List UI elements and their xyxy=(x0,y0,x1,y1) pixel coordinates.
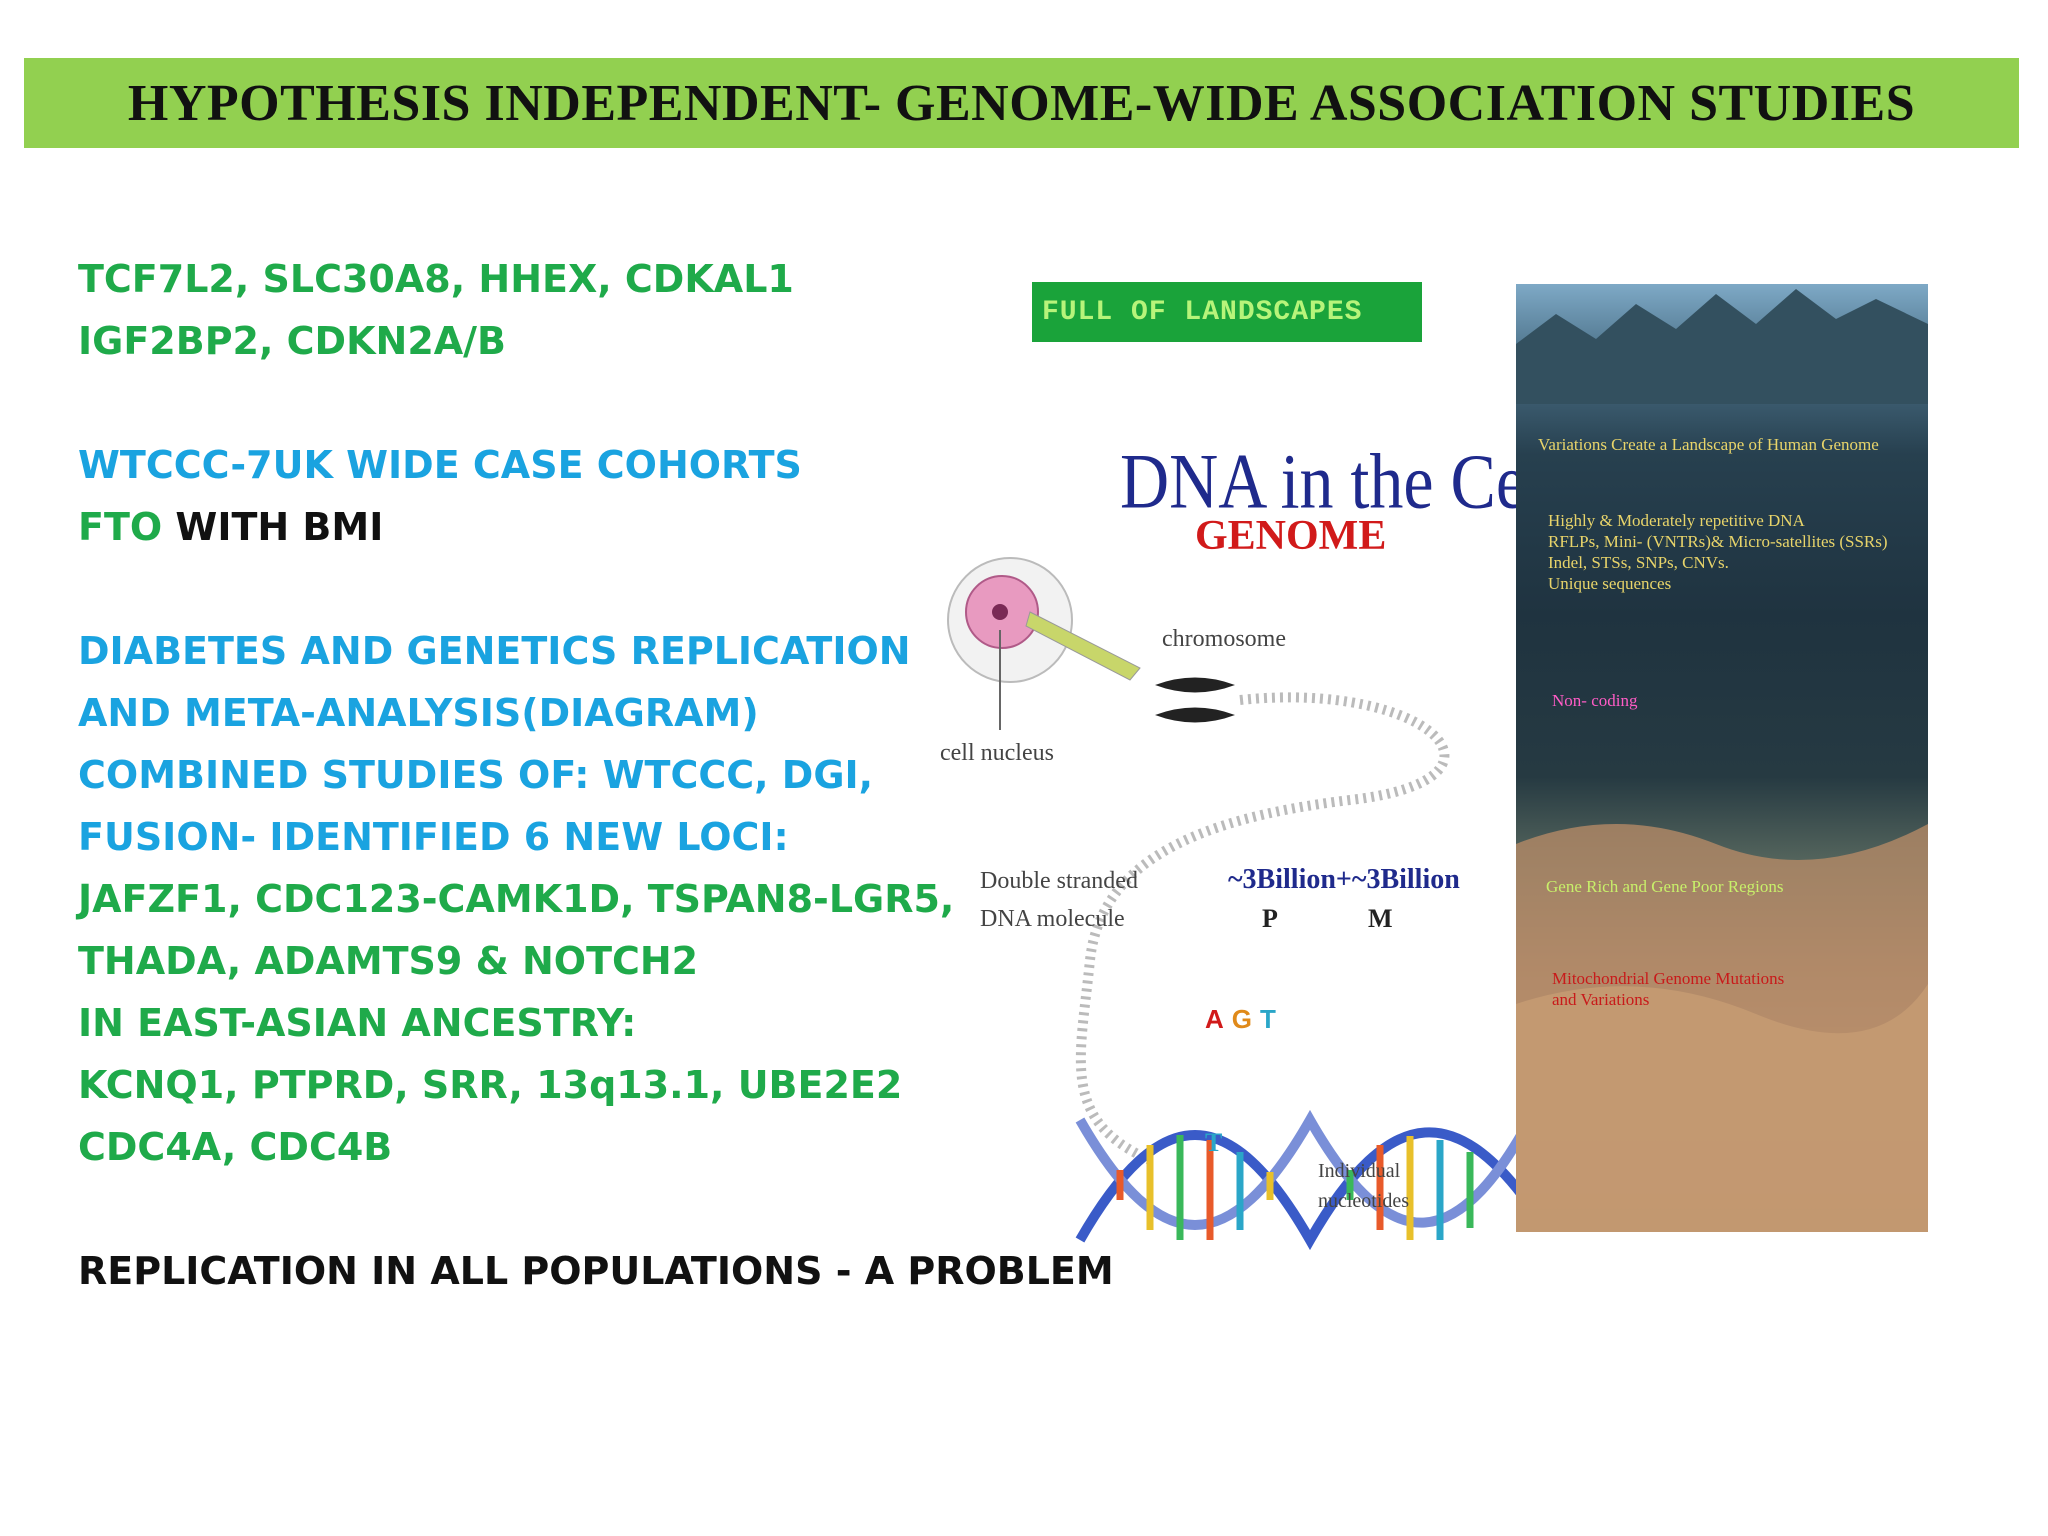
poster-mito-1: Mitochondrial Genome Mutations xyxy=(1552,969,1785,988)
cell-nucleus-label: cell nucleus xyxy=(940,740,1054,766)
diagram-line-1: DIABETES AND GENETICS REPLICATION xyxy=(78,629,911,673)
m-label: M xyxy=(1368,904,1393,933)
loci-line-5: CDC4A, CDC4B xyxy=(78,1125,393,1169)
body-text: TCF7L2, SLC30A8, HHEX, CDKAL1 IGF2BP2, C… xyxy=(78,248,1114,1302)
replication-line: REPLICATION IN ALL POPULATIONS - A PROBL… xyxy=(78,1249,1114,1293)
genome-label: GENOME xyxy=(1195,513,1387,559)
genes-line-2: IGF2BP2, CDKN2A/B xyxy=(78,319,507,363)
chromosome-label: chromosome xyxy=(1162,626,1286,652)
dna-illustration xyxy=(947,557,1540,1251)
poster-gene-rich: Gene Rich and Gene Poor Regions xyxy=(1546,877,1784,896)
arrow-icon xyxy=(1025,611,1141,681)
poster-item-4: Unique sequences xyxy=(1548,574,1672,593)
fto-suffix: WITH BMI xyxy=(162,505,384,549)
mountain-silhouette xyxy=(1516,289,1928,1232)
diagram-line-2: AND META-ANALYSIS(DIAGRAM) xyxy=(78,691,759,735)
diagram-line-4: FUSION- IDENTIFIED 6 NEW LOCI: xyxy=(78,815,789,859)
fto-line: FTO WITH BMI xyxy=(78,496,1114,558)
individual-label-1: Individual xyxy=(1318,1160,1401,1182)
poster-non-coding: Non- coding xyxy=(1552,691,1638,710)
double-stranded-label-2: DNA molecule xyxy=(980,906,1125,932)
page-title: HYPOTHESIS INDEPENDENT- GENOME-WIDE ASSO… xyxy=(127,74,1916,132)
p-label: P xyxy=(1262,904,1278,933)
landscape-poster: Variations Create a Landscape of Human G… xyxy=(1516,284,1928,1232)
diagram-line-3: COMBINED STUDIES OF: WTCCC, DGI, xyxy=(78,753,874,797)
poster-heading: Variations Create a Landscape of Human G… xyxy=(1538,435,1879,454)
double-stranded-label-1: Double stranded xyxy=(980,868,1138,894)
t-label: T xyxy=(1205,1128,1223,1157)
fto-prefix: FTO xyxy=(78,505,163,549)
dna-title: DNA in the Cell xyxy=(1120,437,1564,525)
poster-item-1: Highly & Moderately repetitive DNA xyxy=(1548,511,1805,530)
poster-item-3: Indel, STSs, SNPs, CNVs. xyxy=(1548,553,1729,572)
loci-line-1: JAFZF1, CDC123-CAMK1D, TSPAN8-LGR5, xyxy=(78,877,955,921)
loci-line-3: IN EAST-ASIAN ANCESTRY: xyxy=(78,1001,637,1045)
poster-item-2: RFLPs, Mini- (VNTRs)& Micro-satellites (… xyxy=(1548,532,1888,551)
wtccc-line: WTCCC-7UK WIDE CASE COHORTS xyxy=(78,443,802,487)
chromosome-icon xyxy=(1155,677,1235,693)
landscape-label-text: FULL OF LANDSCAPES xyxy=(1042,296,1363,328)
loci-line-2: THADA, ADAMTS9 & NOTCH2 xyxy=(78,939,699,983)
loci-line-4: KCNQ1, PTPRD, SRR, 13q13.1, UBE2E2 xyxy=(78,1063,903,1107)
title-banner: HYPOTHESIS INDEPENDENT- GENOME-WIDE ASSO… xyxy=(24,58,2019,148)
poster-mito-2: and Variations xyxy=(1552,990,1650,1009)
agt-labels: AGT xyxy=(1205,1004,1284,1034)
landscape-label: FULL OF LANDSCAPES xyxy=(1032,282,1422,342)
billion-label: ~3Billion+~3Billion xyxy=(1228,864,1460,895)
individual-label-2: nucleotides xyxy=(1318,1190,1410,1212)
genes-line-1: TCF7L2, SLC30A8, HHEX, CDKAL1 xyxy=(78,257,794,301)
